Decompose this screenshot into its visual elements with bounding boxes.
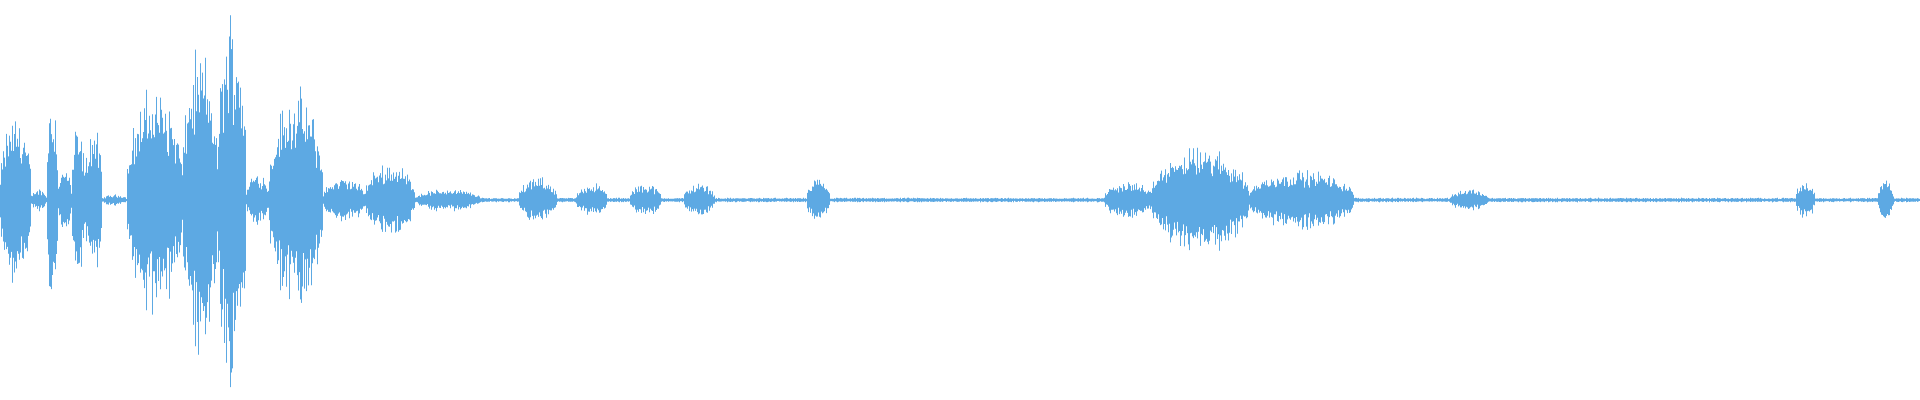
waveform-bars xyxy=(0,15,1920,388)
waveform-trace xyxy=(0,15,1920,388)
